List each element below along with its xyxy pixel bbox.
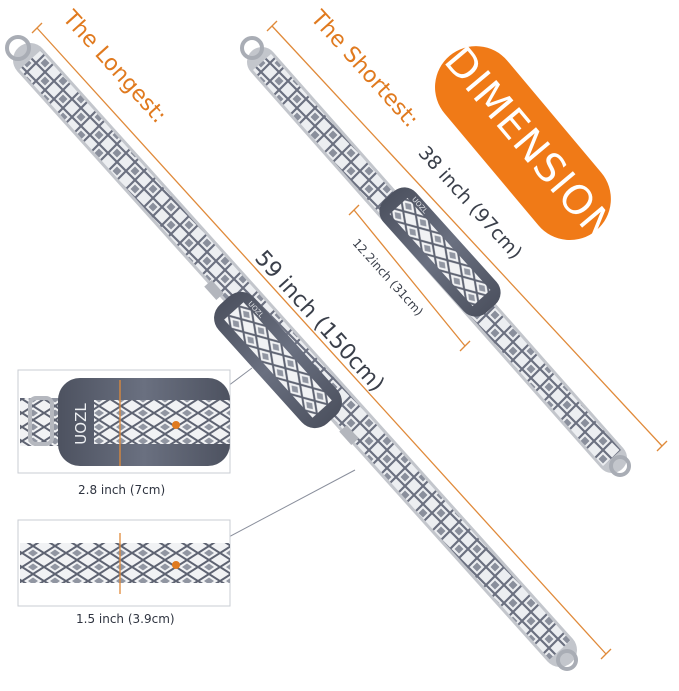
strap-width-inset [17, 519, 231, 607]
svg-text:UOZL: UOZL [72, 403, 90, 445]
label-pad-width: 2.8 inch (7cm) [78, 483, 166, 497]
label-strap-width: 1.5 inch (3.9cm) [76, 612, 175, 626]
long-strap: UOZL [5, 35, 578, 671]
short-strap: UOZL [240, 36, 631, 477]
pad-width-inset: UOZL [17, 369, 231, 474]
